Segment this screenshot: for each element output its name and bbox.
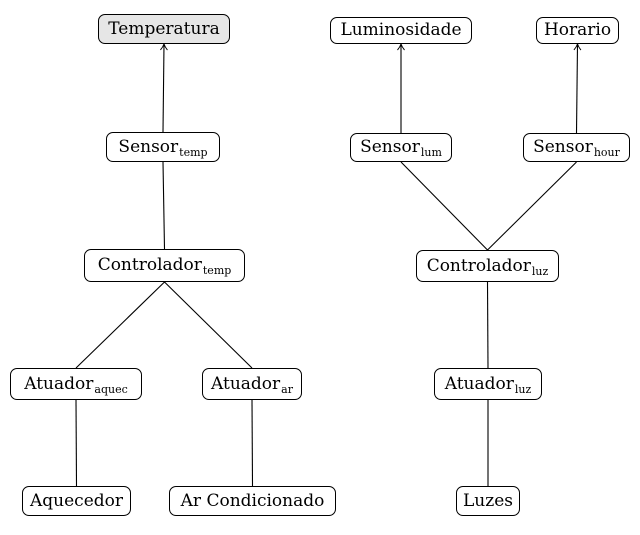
node-label: Aquecedor [30,490,123,511]
node-controlador-temp: Controladortemp [84,249,245,282]
node-aquecedor: Aquecedor [22,486,131,516]
node-label: Luzes [463,490,513,511]
node-label: Sensorhour [533,137,620,159]
node-temperatura: Temperatura [98,14,230,44]
node-atuador-luz: Atuadorluz [434,368,542,400]
node-label: Atuadorar [211,373,293,396]
node-luminosidade: Luminosidade [330,17,472,44]
node-label: Atuadoraquec [24,373,128,396]
edge-sensor_temp-to-temperatura [160,42,168,133]
node-luzes: Luzes [456,486,520,516]
node-label: Temperatura [108,18,220,39]
node-label: Ar Condicionado [180,490,325,511]
node-controlador-luz: Controladorluz [416,250,559,282]
edge-controlador_temp-to-atuador_ar [164,281,253,369]
node-label: Sensorlum [360,137,442,159]
node-horario: Horario [536,17,619,44]
edge-controlador_temp-to-atuador_aquec [75,281,165,369]
node-atuador-ar: Atuadorar [202,368,302,400]
node-label: Horario [543,20,612,40]
node-label: Sensortemp [118,136,208,159]
edge-sensor_hour-to-controlador_luz [487,161,577,251]
node-sensor-hour: Sensorhour [523,133,630,162]
node-sensor-lum: Sensorlum [350,133,452,162]
node-label: Luminosidade [340,20,462,40]
node-ar-condicionado: Ar Condicionado [169,486,336,516]
edge-atuador_ar-to-ar_condicionado [251,399,254,487]
node-label: Atuadorluz [444,373,532,396]
node-label: Controladortemp [97,255,232,277]
node-label: Controladorluz [426,255,549,278]
node-sensor-temp: Sensortemp [106,132,220,162]
node-atuador-aquec: Atuadoraquec [10,368,142,400]
edge-sensor_lum-to-controlador_luz [400,161,488,251]
edge-sensor_hour-to-horario [573,42,582,134]
edge-atuador_aquec-to-aquecedor [75,399,78,487]
edge-controlador_luz-to-atuador_luz [486,281,489,369]
edge-sensor_temp-to-controlador_temp [162,161,166,250]
